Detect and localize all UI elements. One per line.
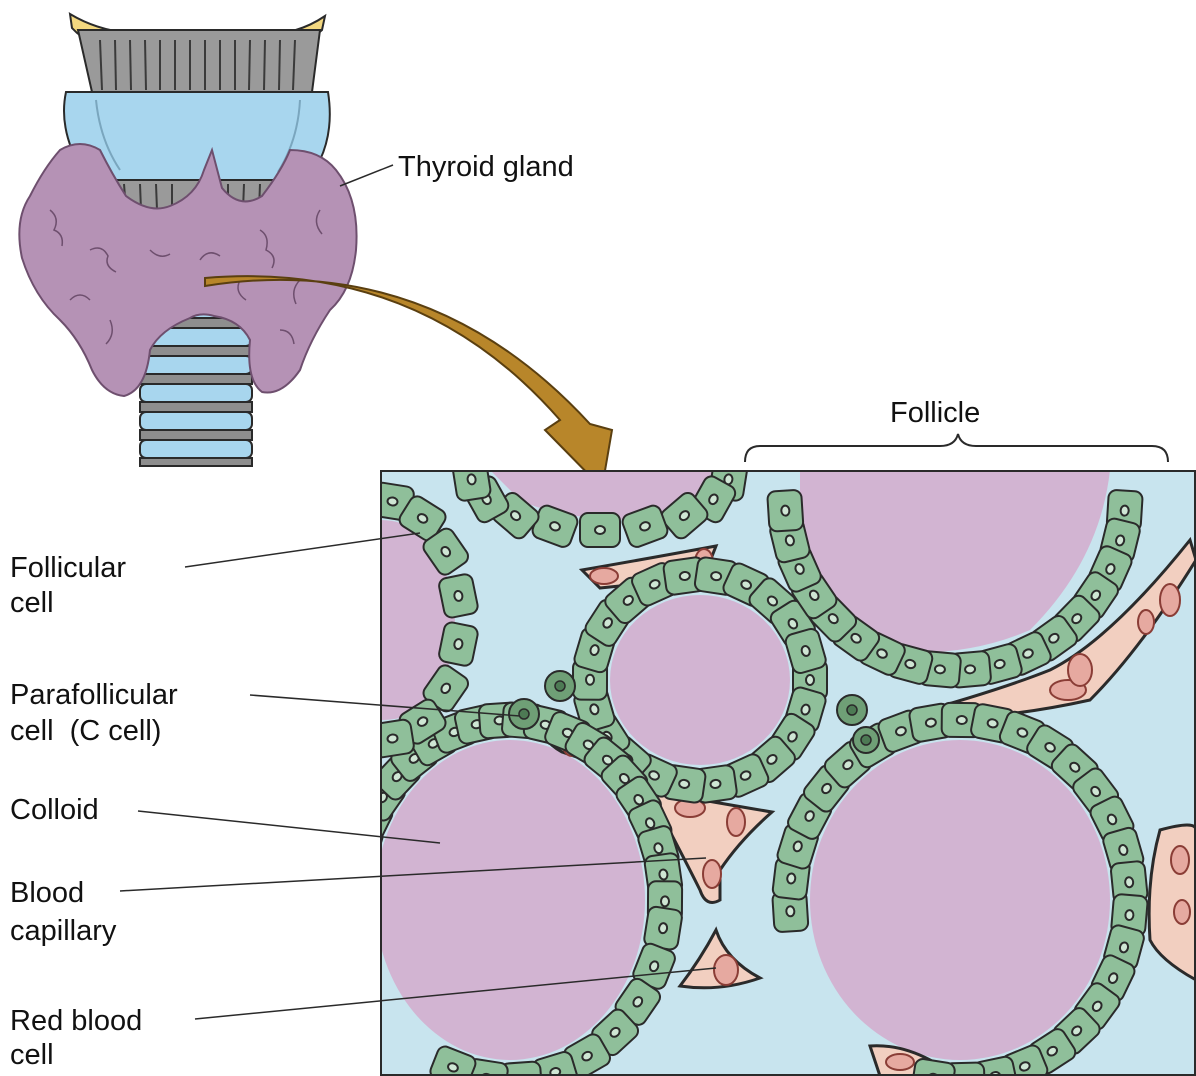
red-blood-cell [1138, 610, 1154, 634]
follicular-cell [438, 621, 479, 667]
red-blood-cell [1068, 654, 1092, 686]
colloid-label: Colloid [10, 794, 99, 826]
follicular-cell-label-line2: cell [10, 587, 54, 619]
follicle-bracket [745, 434, 1168, 462]
red-blood-cell [703, 860, 721, 888]
thyroid-illustration [19, 14, 393, 466]
thyroid-gland-leader [340, 165, 393, 186]
red-blood-cell [590, 568, 618, 584]
red-blood-cell [1174, 900, 1190, 924]
follicular-cell [438, 573, 479, 619]
red-blood-cell-label-line1: Red blood [10, 1005, 142, 1037]
follicular-cell [767, 490, 803, 532]
upper-cartilage [78, 30, 320, 92]
red-blood-cell [727, 808, 745, 836]
red-blood-cell [1171, 846, 1189, 874]
thyroid-gland-label: Thyroid gland [398, 151, 574, 183]
blood-capillary-label-line2: capillary [10, 915, 117, 947]
colloid-bottom-left [375, 740, 645, 1060]
follicular-cell [337, 849, 377, 894]
blood-capillary-label-line1: Blood [10, 877, 84, 909]
red-blood-cell [714, 955, 738, 985]
follicular-cell [580, 513, 620, 547]
colloid-bottom-right [810, 740, 1110, 1060]
parafollicular-cell-label-line1: Parafollicular [10, 679, 178, 711]
follicular-cell [340, 821, 384, 869]
follicular-cell-label-line1: Follicular [10, 552, 126, 584]
red-blood-cell-label-line2: cell [10, 1039, 54, 1071]
follicular-cell [370, 719, 415, 759]
parafollicular-cell-label-line2: cell (C cell) [10, 715, 161, 747]
colloid-middle [610, 595, 790, 765]
red-blood-cell [1160, 584, 1180, 616]
red-blood-cell [886, 1054, 914, 1070]
follicular-cell [452, 457, 492, 502]
follicle-label: Follicle [890, 397, 980, 429]
